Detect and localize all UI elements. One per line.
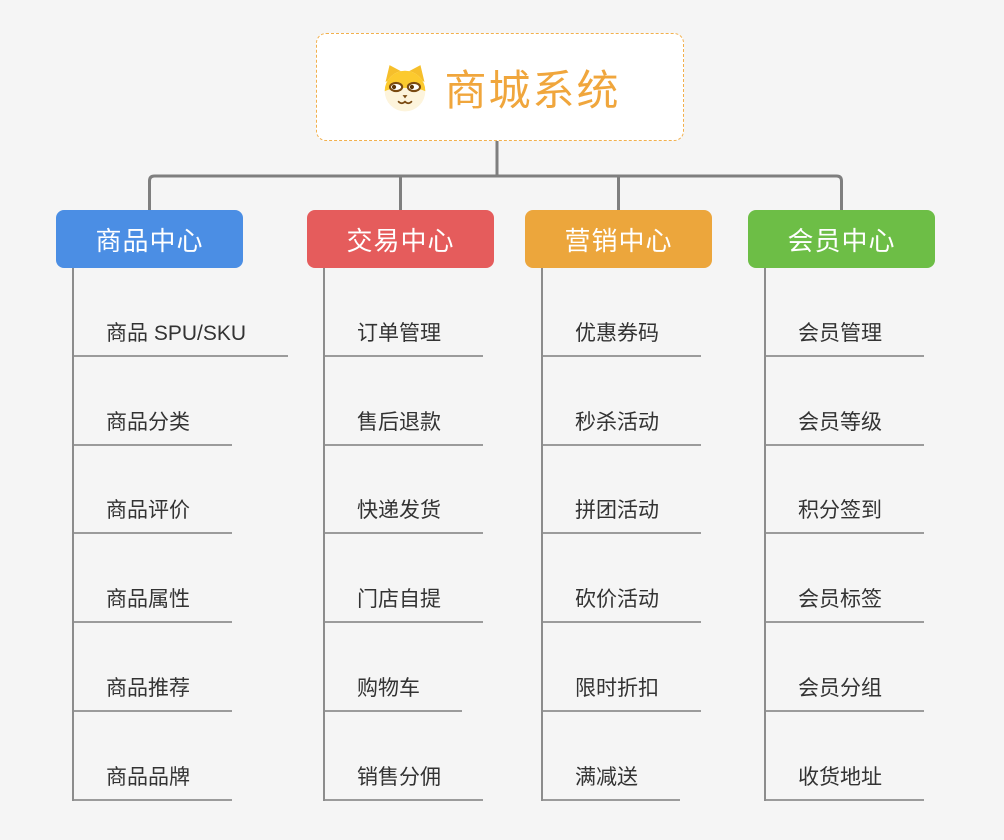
item-label: 满减送 [541,761,680,801]
branch-item[interactable]: 商品分类 [72,357,288,446]
branch-item[interactable]: 商品 SPU/SKU [72,268,289,357]
trunk-line [323,268,325,801]
item-label: 会员标签 [764,583,924,624]
item-label: 优惠券码 [541,317,701,357]
item-label: 购物车 [323,672,462,712]
branch-item[interactable]: 会员管理 [764,268,924,357]
branch-item[interactable]: 售后退款 [323,357,483,446]
branch-column-4: 会员管理会员等级积分签到会员标签会员分组收货地址 [764,268,924,801]
item-label: 收货地址 [764,761,924,801]
branch-item[interactable]: 秒杀活动 [541,357,701,446]
branch-item[interactable]: 商品推荐 [72,623,288,712]
item-label: 商品 SPU/SKU [72,317,289,357]
branch-item[interactable]: 快递发货 [323,446,483,535]
branch-item[interactable]: 收货地址 [764,712,924,801]
branch-item[interactable]: 商品品牌 [72,712,288,801]
branch-item[interactable]: 会员标签 [764,534,924,624]
item-label: 售后退款 [323,406,483,446]
branch-label: 商品中心 [95,225,204,256]
branch-label: 营销中心 [564,225,673,256]
branch-rail-line [148,174,843,210]
item-label: 快递发货 [323,494,483,535]
root-node[interactable]: 商城系统 [316,33,684,141]
item-label: 积分签到 [764,494,924,535]
branch-item[interactable]: 门店自提 [323,534,483,624]
item-label: 会员管理 [764,317,924,357]
branch-header-3[interactable]: 营销中心 [525,210,712,268]
item-label: 商品属性 [72,583,232,624]
item-label: 砍价活动 [541,583,701,624]
item-label: 商品推荐 [72,672,232,712]
root-title: 商城系统 [444,66,621,114]
branch-item[interactable]: 购物车 [323,623,483,712]
branch-header-4[interactable]: 会员中心 [748,210,935,268]
branch-column-3: 优惠券码秒杀活动拼团活动砍价活动限时折扣满减送 [541,268,701,801]
item-label: 会员等级 [764,406,924,446]
trunk-line [541,268,543,801]
branch-column-1: 商品 SPU/SKU 商品分类商品评价商品属性商品推荐商品品牌 [72,268,289,801]
branch-item[interactable]: 优惠券码 [541,268,701,357]
branch-header-1[interactable]: 商品中心 [56,210,243,268]
item-label: 秒杀活动 [541,406,701,446]
branch-label: 交易中心 [346,225,455,256]
branch-item[interactable]: 会员等级 [764,357,924,446]
item-label: 商品品牌 [72,761,232,801]
item-label: 限时折扣 [541,672,701,712]
item-label: 拼团活动 [541,494,701,535]
item-label: 商品评价 [72,494,232,535]
branch-header-2[interactable]: 交易中心 [307,210,494,268]
branch-item[interactable]: 会员分组 [764,623,924,712]
branch-column-2: 订单管理售后退款快递发货门店自提购物车销售分佣 [323,268,483,801]
branch-item[interactable]: 拼团活动 [541,446,701,535]
dog-face-icon [379,61,431,113]
branch-item[interactable]: 积分签到 [764,446,924,535]
branch-item[interactable]: 订单管理 [323,268,483,357]
branch-item[interactable]: 砍价活动 [541,534,701,624]
trunk-line [72,268,74,801]
branch-item[interactable]: 销售分佣 [323,712,483,801]
item-label: 订单管理 [323,317,483,357]
item-label: 会员分组 [764,672,924,712]
item-label: 门店自提 [323,583,483,624]
branch-item[interactable]: 商品评价 [72,446,288,535]
branch-item[interactable]: 限时折扣 [541,623,701,712]
branch-item[interactable]: 商品属性 [72,534,288,624]
branch-label: 会员中心 [787,225,896,256]
trunk-line [764,268,766,801]
item-label: 销售分佣 [323,761,483,801]
branch-item[interactable]: 满减送 [541,712,701,801]
item-label: 商品分类 [72,406,232,446]
